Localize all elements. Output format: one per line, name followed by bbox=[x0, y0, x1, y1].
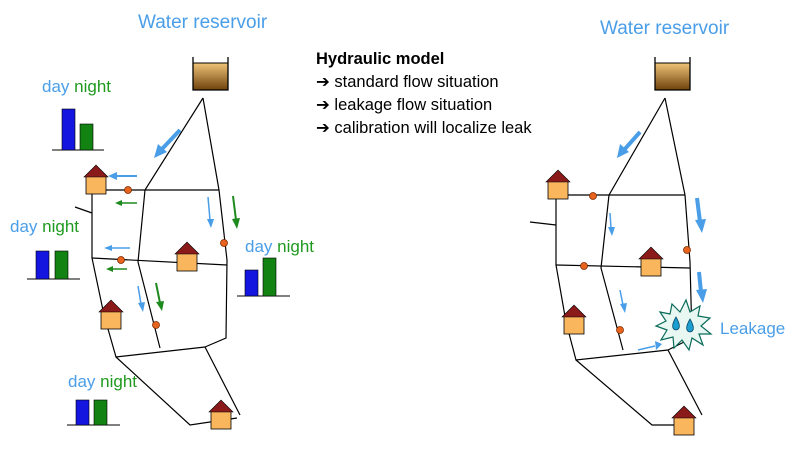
model-item: ➔ calibration will localize leak bbox=[316, 117, 532, 140]
leak-burst-icon bbox=[654, 298, 713, 352]
day-night-label-mid-left: day night bbox=[10, 217, 79, 237]
night-bar bbox=[79, 123, 94, 151]
house-icon bbox=[561, 304, 587, 335]
bar-chart-mid-left bbox=[27, 250, 80, 280]
day-night-label-top-left: day night bbox=[42, 77, 111, 97]
flow-arrows-left bbox=[104, 128, 240, 312]
reservoir-right bbox=[654, 57, 691, 91]
model-item: ➔ standard flow situation bbox=[316, 71, 532, 94]
bar-chart-top-left bbox=[52, 108, 104, 151]
reservoir-label-right: Water reservoir bbox=[600, 18, 730, 39]
day-bar bbox=[244, 269, 259, 297]
night-label: night bbox=[74, 77, 112, 96]
reservoir-label-left: Water reservoir bbox=[138, 12, 268, 33]
model-item-text: leakage flow situation bbox=[334, 96, 493, 114]
hydraulic-model-title: Hydraulic model bbox=[316, 50, 445, 68]
night-label: night bbox=[277, 237, 315, 256]
house-icon bbox=[174, 241, 200, 272]
model-item-text: standard flow situation bbox=[334, 73, 499, 91]
flow-arrows-right bbox=[608, 130, 707, 351]
meter-nodes bbox=[117, 186, 691, 334]
night-label: night bbox=[100, 372, 138, 391]
day-label: day bbox=[68, 372, 96, 391]
arrow-right-icon: ➔ bbox=[316, 96, 330, 114]
day-night-label-mid-right: day night bbox=[245, 237, 314, 257]
night-bar bbox=[93, 399, 108, 426]
house-icon bbox=[671, 405, 697, 436]
model-item-text: calibration will localize leak bbox=[334, 119, 532, 137]
day-night-label-bottom: day night bbox=[68, 372, 137, 392]
day-bar bbox=[61, 108, 76, 151]
leakage-label: Leakage bbox=[720, 319, 786, 338]
day-label: day bbox=[42, 77, 70, 96]
hydraulic-model-text: Hydraulic model ➔ standard flow situatio… bbox=[316, 48, 532, 140]
house-icon bbox=[638, 246, 664, 277]
reservoir-left bbox=[192, 57, 229, 91]
bar-chart-mid-right bbox=[237, 257, 290, 297]
right-pipe-network bbox=[529, 97, 703, 426]
arrow-right-icon: ➔ bbox=[316, 119, 330, 137]
house-icon bbox=[208, 399, 234, 430]
night-label: night bbox=[42, 217, 80, 236]
consumption-bars bbox=[27, 108, 290, 426]
day-bar bbox=[35, 250, 50, 280]
arrow-right-icon: ➔ bbox=[316, 73, 330, 91]
bar-chart-bottom bbox=[67, 399, 120, 426]
night-bar bbox=[262, 257, 277, 297]
day-label: day bbox=[10, 217, 38, 236]
model-item: ➔ leakage flow situation bbox=[316, 94, 532, 117]
house-icon bbox=[98, 299, 124, 330]
house-icons bbox=[83, 164, 697, 436]
house-icon bbox=[83, 164, 109, 195]
day-label: day bbox=[245, 237, 273, 256]
house-icon bbox=[545, 169, 571, 200]
night-bar bbox=[54, 250, 69, 280]
day-bar bbox=[75, 399, 90, 426]
